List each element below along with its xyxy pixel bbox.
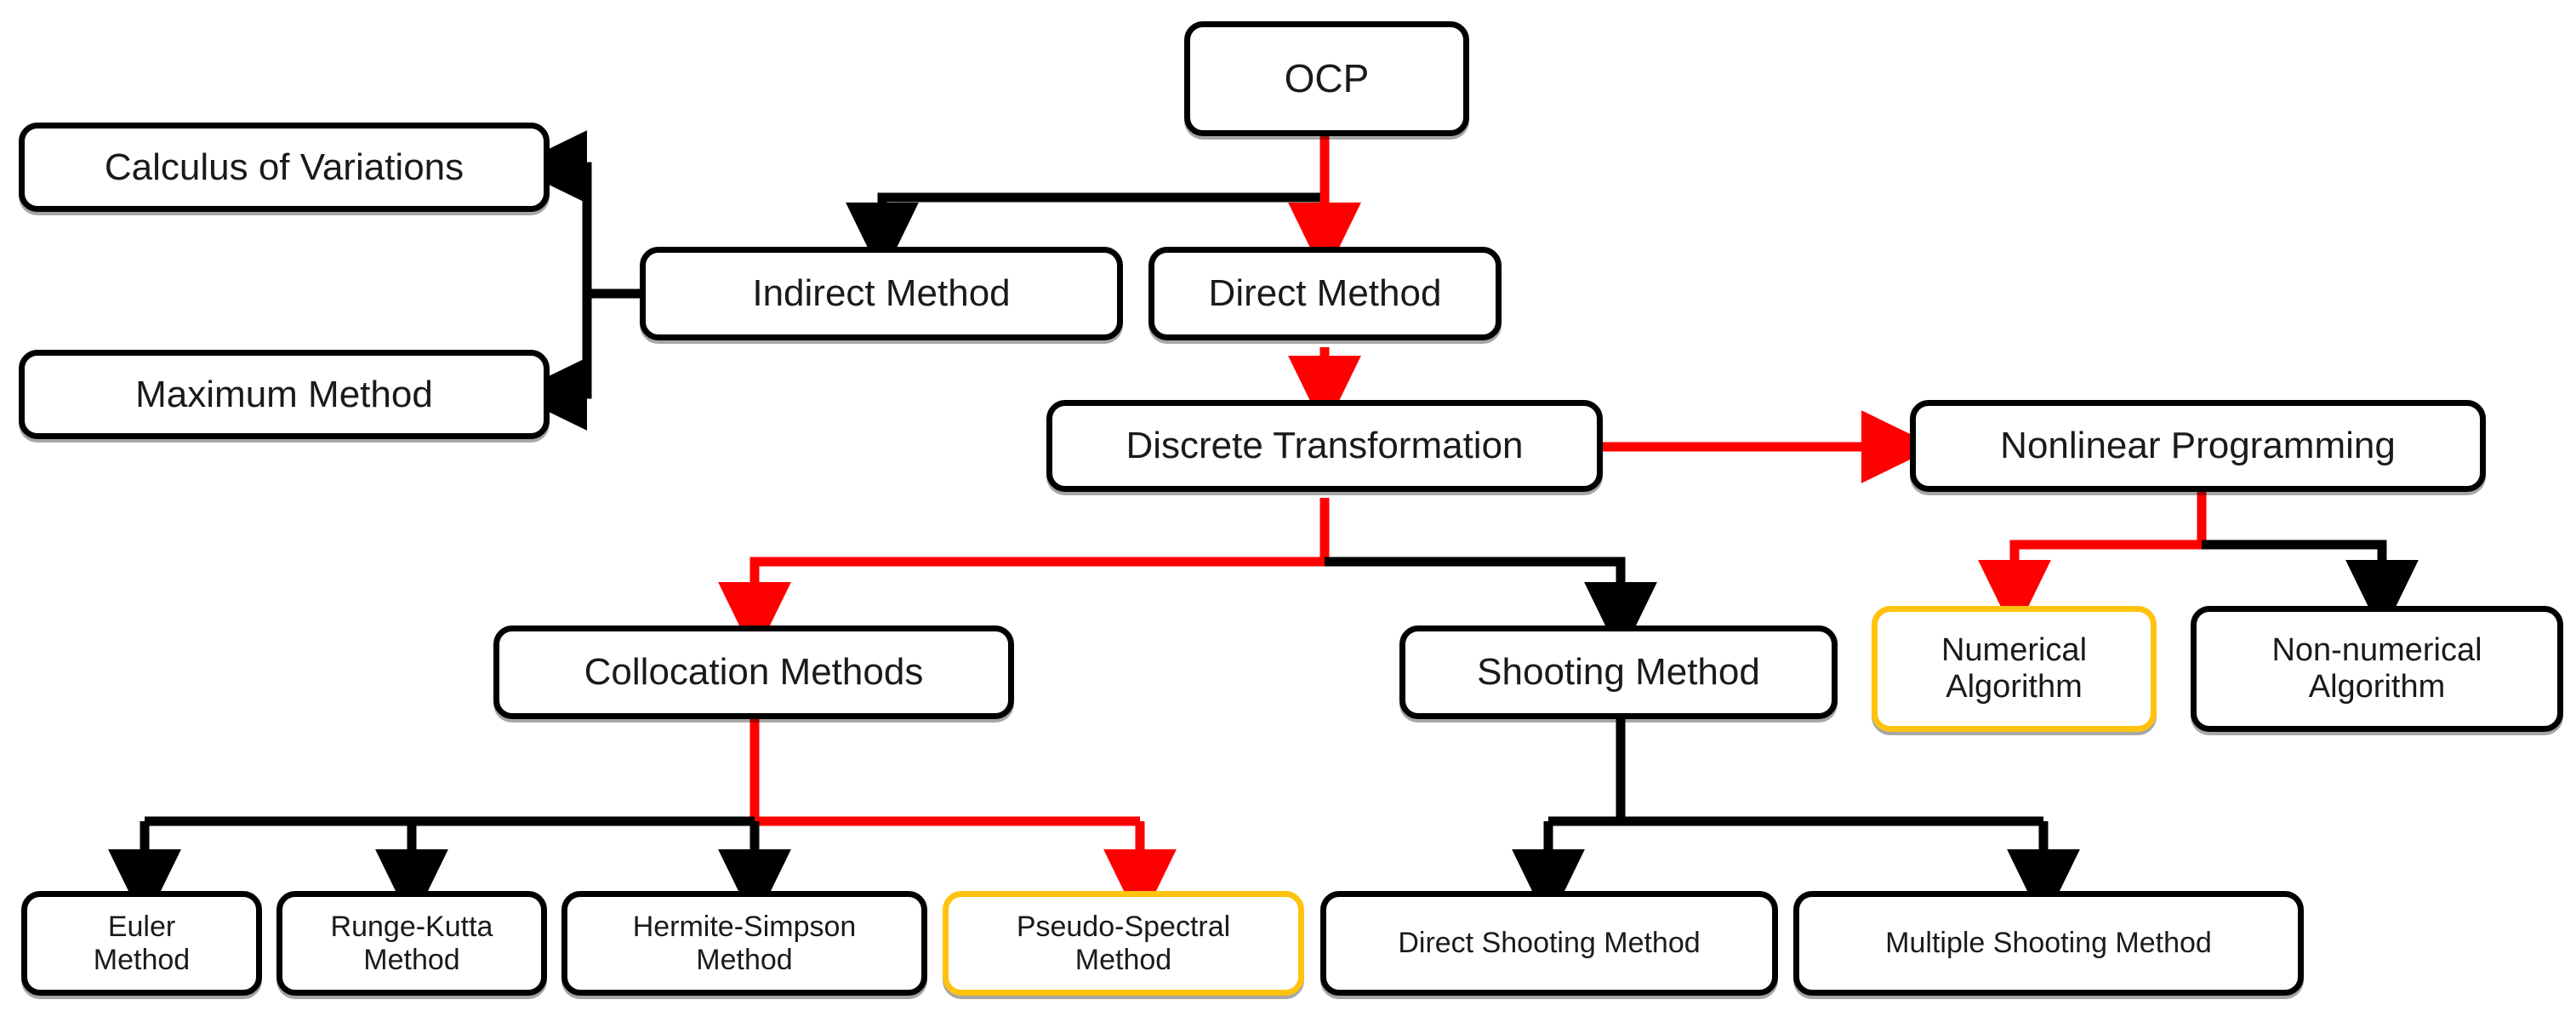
node-indirect-method-label: Indirect Method (752, 272, 1011, 315)
node-direct-method[interactable]: Direct Method (1148, 247, 1502, 340)
node-pseudo-spectral-method[interactable]: Pseudo-Spectral Method (943, 891, 1304, 996)
edge-collocation-rail (145, 719, 1140, 826)
node-collocation-methods[interactable]: Collocation Methods (493, 625, 1014, 719)
node-nonlinear-programming[interactable]: Nonlinear Programming (1910, 400, 2486, 492)
node-indirect-method[interactable]: Indirect Method (640, 247, 1123, 340)
node-direct-shooting-method[interactable]: Direct Shooting Method (1320, 891, 1778, 996)
edge-nlp-to-numerical (1978, 492, 2207, 636)
edge-ocp-to-indirect (846, 136, 1330, 278)
node-direct-shooting-method-label: Direct Shooting Method (1398, 927, 1701, 960)
node-numerical-algorithm[interactable]: Numerical Algorithm (1872, 606, 2157, 732)
node-calculus-of-variations[interactable]: Calculus of Variations (19, 123, 550, 212)
node-shooting-method[interactable]: Shooting Method (1399, 625, 1838, 719)
node-runge-kutta-method-label: Runge-Kutta Method (330, 911, 493, 976)
node-multiple-shooting-method[interactable]: Multiple Shooting Method (1793, 891, 2304, 996)
node-non-numerical-algorithm-label: Non-numerical Algorithm (2271, 632, 2482, 705)
node-maximum-method-label: Maximum Method (135, 373, 433, 415)
node-calculus-of-variations-label: Calculus of Variations (104, 146, 464, 188)
node-collocation-methods-label: Collocation Methods (584, 651, 924, 694)
node-discrete-transformation-label: Discrete Transformation (1126, 425, 1524, 467)
node-discrete-transformation[interactable]: Discrete Transformation (1046, 400, 1603, 492)
node-numerical-algorithm-label: Numerical Algorithm (1941, 632, 2088, 705)
node-shooting-method-label: Shooting Method (1477, 651, 1760, 694)
edge-discrete-to-shooting (1325, 557, 1657, 658)
node-euler-method-label: Euler Method (93, 911, 191, 976)
node-hermite-simpson-method[interactable]: Hermite-Simpson Method (561, 891, 927, 996)
edge-indirect-to-maximum (511, 294, 592, 431)
node-non-numerical-algorithm[interactable]: Non-numerical Algorithm (2191, 606, 2563, 732)
node-ocp-label: OCP (1284, 55, 1370, 100)
node-nonlinear-programming-label: Nonlinear Programming (2000, 425, 2396, 467)
node-runge-kutta-method[interactable]: Runge-Kutta Method (276, 891, 547, 996)
node-hermite-simpson-method-label: Hermite-Simpson Method (632, 911, 857, 976)
node-ocp[interactable]: OCP (1184, 21, 1469, 136)
node-multiple-shooting-method-label: Multiple Shooting Method (1885, 927, 2212, 960)
node-euler-method[interactable]: Euler Method (21, 891, 262, 996)
node-direct-method-label: Direct Method (1208, 272, 1442, 315)
edge-shooting-rail (1548, 719, 2043, 826)
edge-indirect-to-calculus (511, 130, 640, 299)
node-maximum-method[interactable]: Maximum Method (19, 350, 550, 439)
node-pseudo-spectral-method-label: Pseudo-Spectral Method (1016, 911, 1231, 976)
edge-discrete-to-collocation (718, 498, 1330, 658)
edge-nlp-to-nonnumerical (2202, 540, 2419, 636)
